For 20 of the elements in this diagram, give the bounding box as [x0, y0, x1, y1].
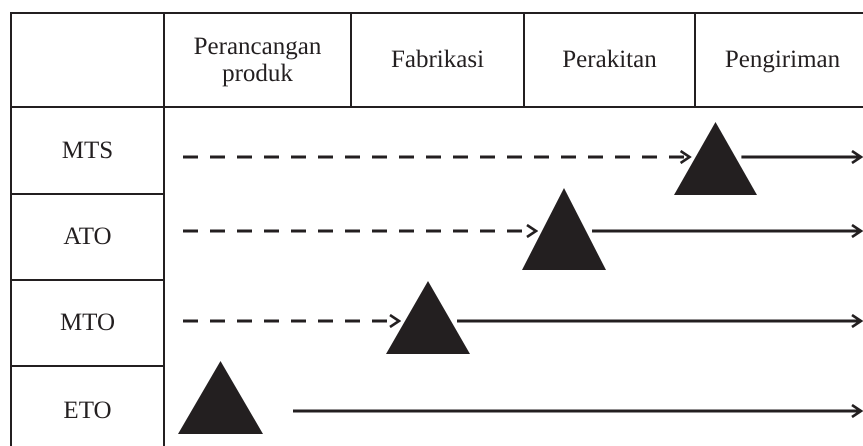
row-header: MTS: [10, 106, 165, 195]
arrow: [293, 404, 862, 418]
arrow: [592, 224, 862, 238]
row-header: ATO: [10, 193, 165, 281]
arrow: [457, 314, 862, 328]
row-header: ETO: [10, 365, 165, 446]
row-header: MTO: [10, 279, 165, 367]
arrow: [183, 224, 538, 238]
arrow: [741, 150, 862, 164]
arrow: [183, 314, 400, 328]
triangle-marker: [522, 188, 606, 270]
triangle-marker: [386, 281, 470, 354]
column-header: Perancangan produk: [163, 12, 352, 108]
triangle-marker: [674, 122, 757, 195]
column-header: Perakitan: [523, 12, 696, 108]
triangle-marker: [178, 361, 263, 434]
empty-cell: [10, 12, 165, 108]
arrow: [183, 150, 691, 164]
column-header: Pengiriman: [694, 12, 863, 108]
column-header: Fabrikasi: [350, 12, 525, 108]
